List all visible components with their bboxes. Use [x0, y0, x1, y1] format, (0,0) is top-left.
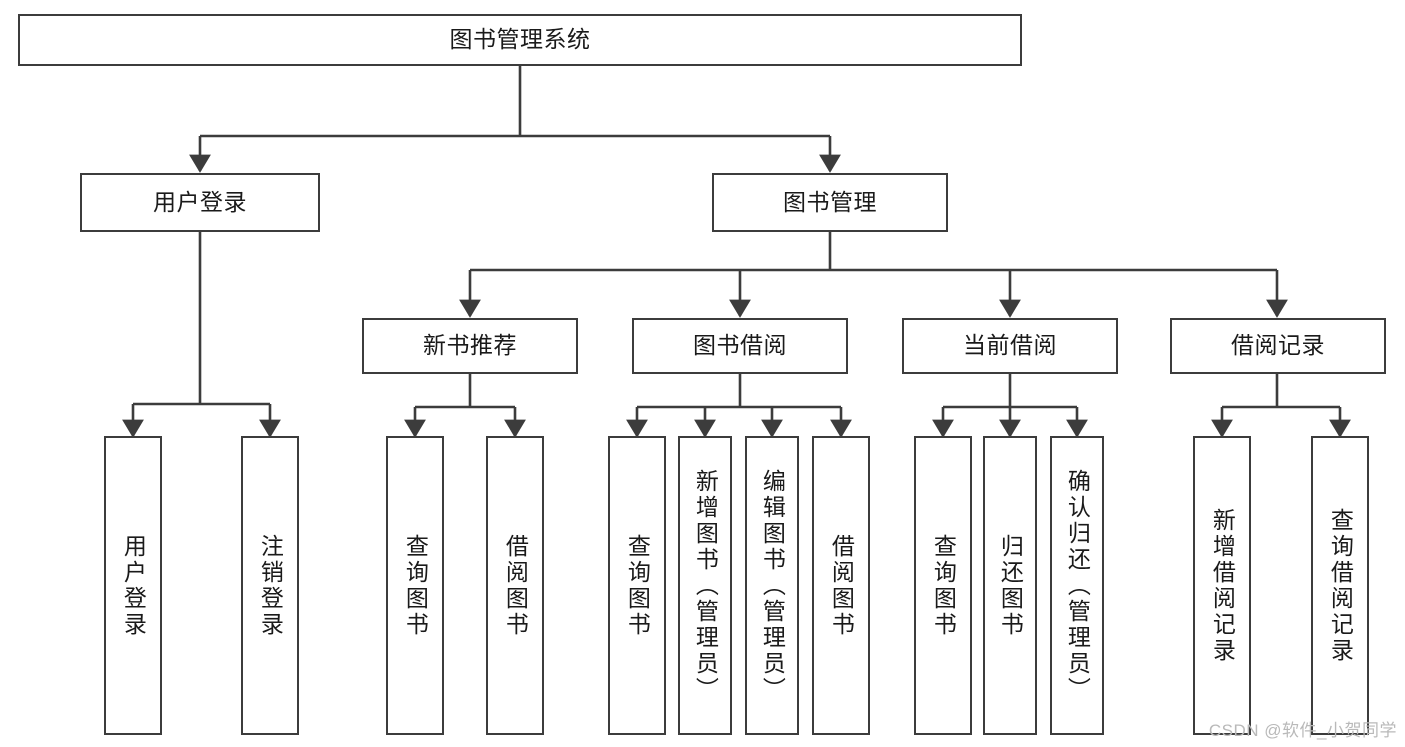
node-label: 查询图书 [624, 533, 651, 638]
node-label: 查询图书 [930, 533, 957, 638]
node-book-management[interactable]: 图书管理 [712, 173, 948, 232]
leaf-user-login-logout[interactable]: 注销登录 [241, 436, 299, 735]
leaf-borrow-record-add-record[interactable]: 新增借阅记录 [1193, 436, 1251, 735]
node-label: 新增图书（管理员） [692, 468, 719, 703]
node-label: 借阅图书 [502, 533, 529, 638]
leaf-current-borrow-confirm-return-admin[interactable]: 确认归还（管理员） [1050, 436, 1104, 735]
leaf-book-borrow-borrow-book[interactable]: 借阅图书 [812, 436, 870, 735]
node-user-login[interactable]: 用户登录 [80, 173, 320, 232]
node-label: 借阅图书 [828, 533, 855, 638]
leaf-book-borrow-add-book-admin[interactable]: 新增图书（管理员） [678, 436, 732, 735]
node-book-borrow[interactable]: 图书借阅 [632, 318, 848, 374]
node-label: 当前借阅 [963, 332, 1057, 359]
leaf-current-borrow-return-book[interactable]: 归还图书 [983, 436, 1037, 735]
node-label: 查询借阅记录 [1327, 507, 1354, 664]
node-label: 图书管理系统 [449, 26, 591, 53]
node-label: 借阅记录 [1231, 332, 1325, 359]
node-label: 图书管理 [783, 188, 877, 215]
node-label: 归还图书 [997, 533, 1024, 638]
node-label: 查询图书 [402, 533, 429, 638]
node-borrow-record[interactable]: 借阅记录 [1170, 318, 1386, 374]
leaf-new-book-borrow-book[interactable]: 借阅图书 [486, 436, 544, 735]
leaf-new-book-query-book[interactable]: 查询图书 [386, 436, 444, 735]
node-label: 注销登录 [257, 533, 284, 638]
node-label: 编辑图书（管理员） [759, 468, 786, 703]
node-label: 新书推荐 [423, 332, 517, 359]
node-label: 用户登录 [120, 533, 147, 638]
node-label: 图书借阅 [693, 332, 787, 359]
node-new-book-recommend[interactable]: 新书推荐 [362, 318, 578, 374]
leaf-borrow-record-query-record[interactable]: 查询借阅记录 [1311, 436, 1369, 735]
node-label: 用户登录 [153, 188, 247, 215]
node-label: 确认归还（管理员） [1064, 468, 1091, 703]
watermark-text: CSDN @软件_小贺同学 [1208, 721, 1397, 740]
node-label: 新增借阅记录 [1209, 507, 1236, 664]
node-root-book-management-system[interactable]: 图书管理系统 [18, 14, 1022, 66]
leaf-current-borrow-query-book[interactable]: 查询图书 [914, 436, 972, 735]
leaf-book-borrow-edit-book-admin[interactable]: 编辑图书（管理员） [745, 436, 799, 735]
leaf-book-borrow-query-book[interactable]: 查询图书 [608, 436, 666, 735]
node-current-borrow[interactable]: 当前借阅 [902, 318, 1118, 374]
leaf-user-login-login[interactable]: 用户登录 [104, 436, 162, 735]
